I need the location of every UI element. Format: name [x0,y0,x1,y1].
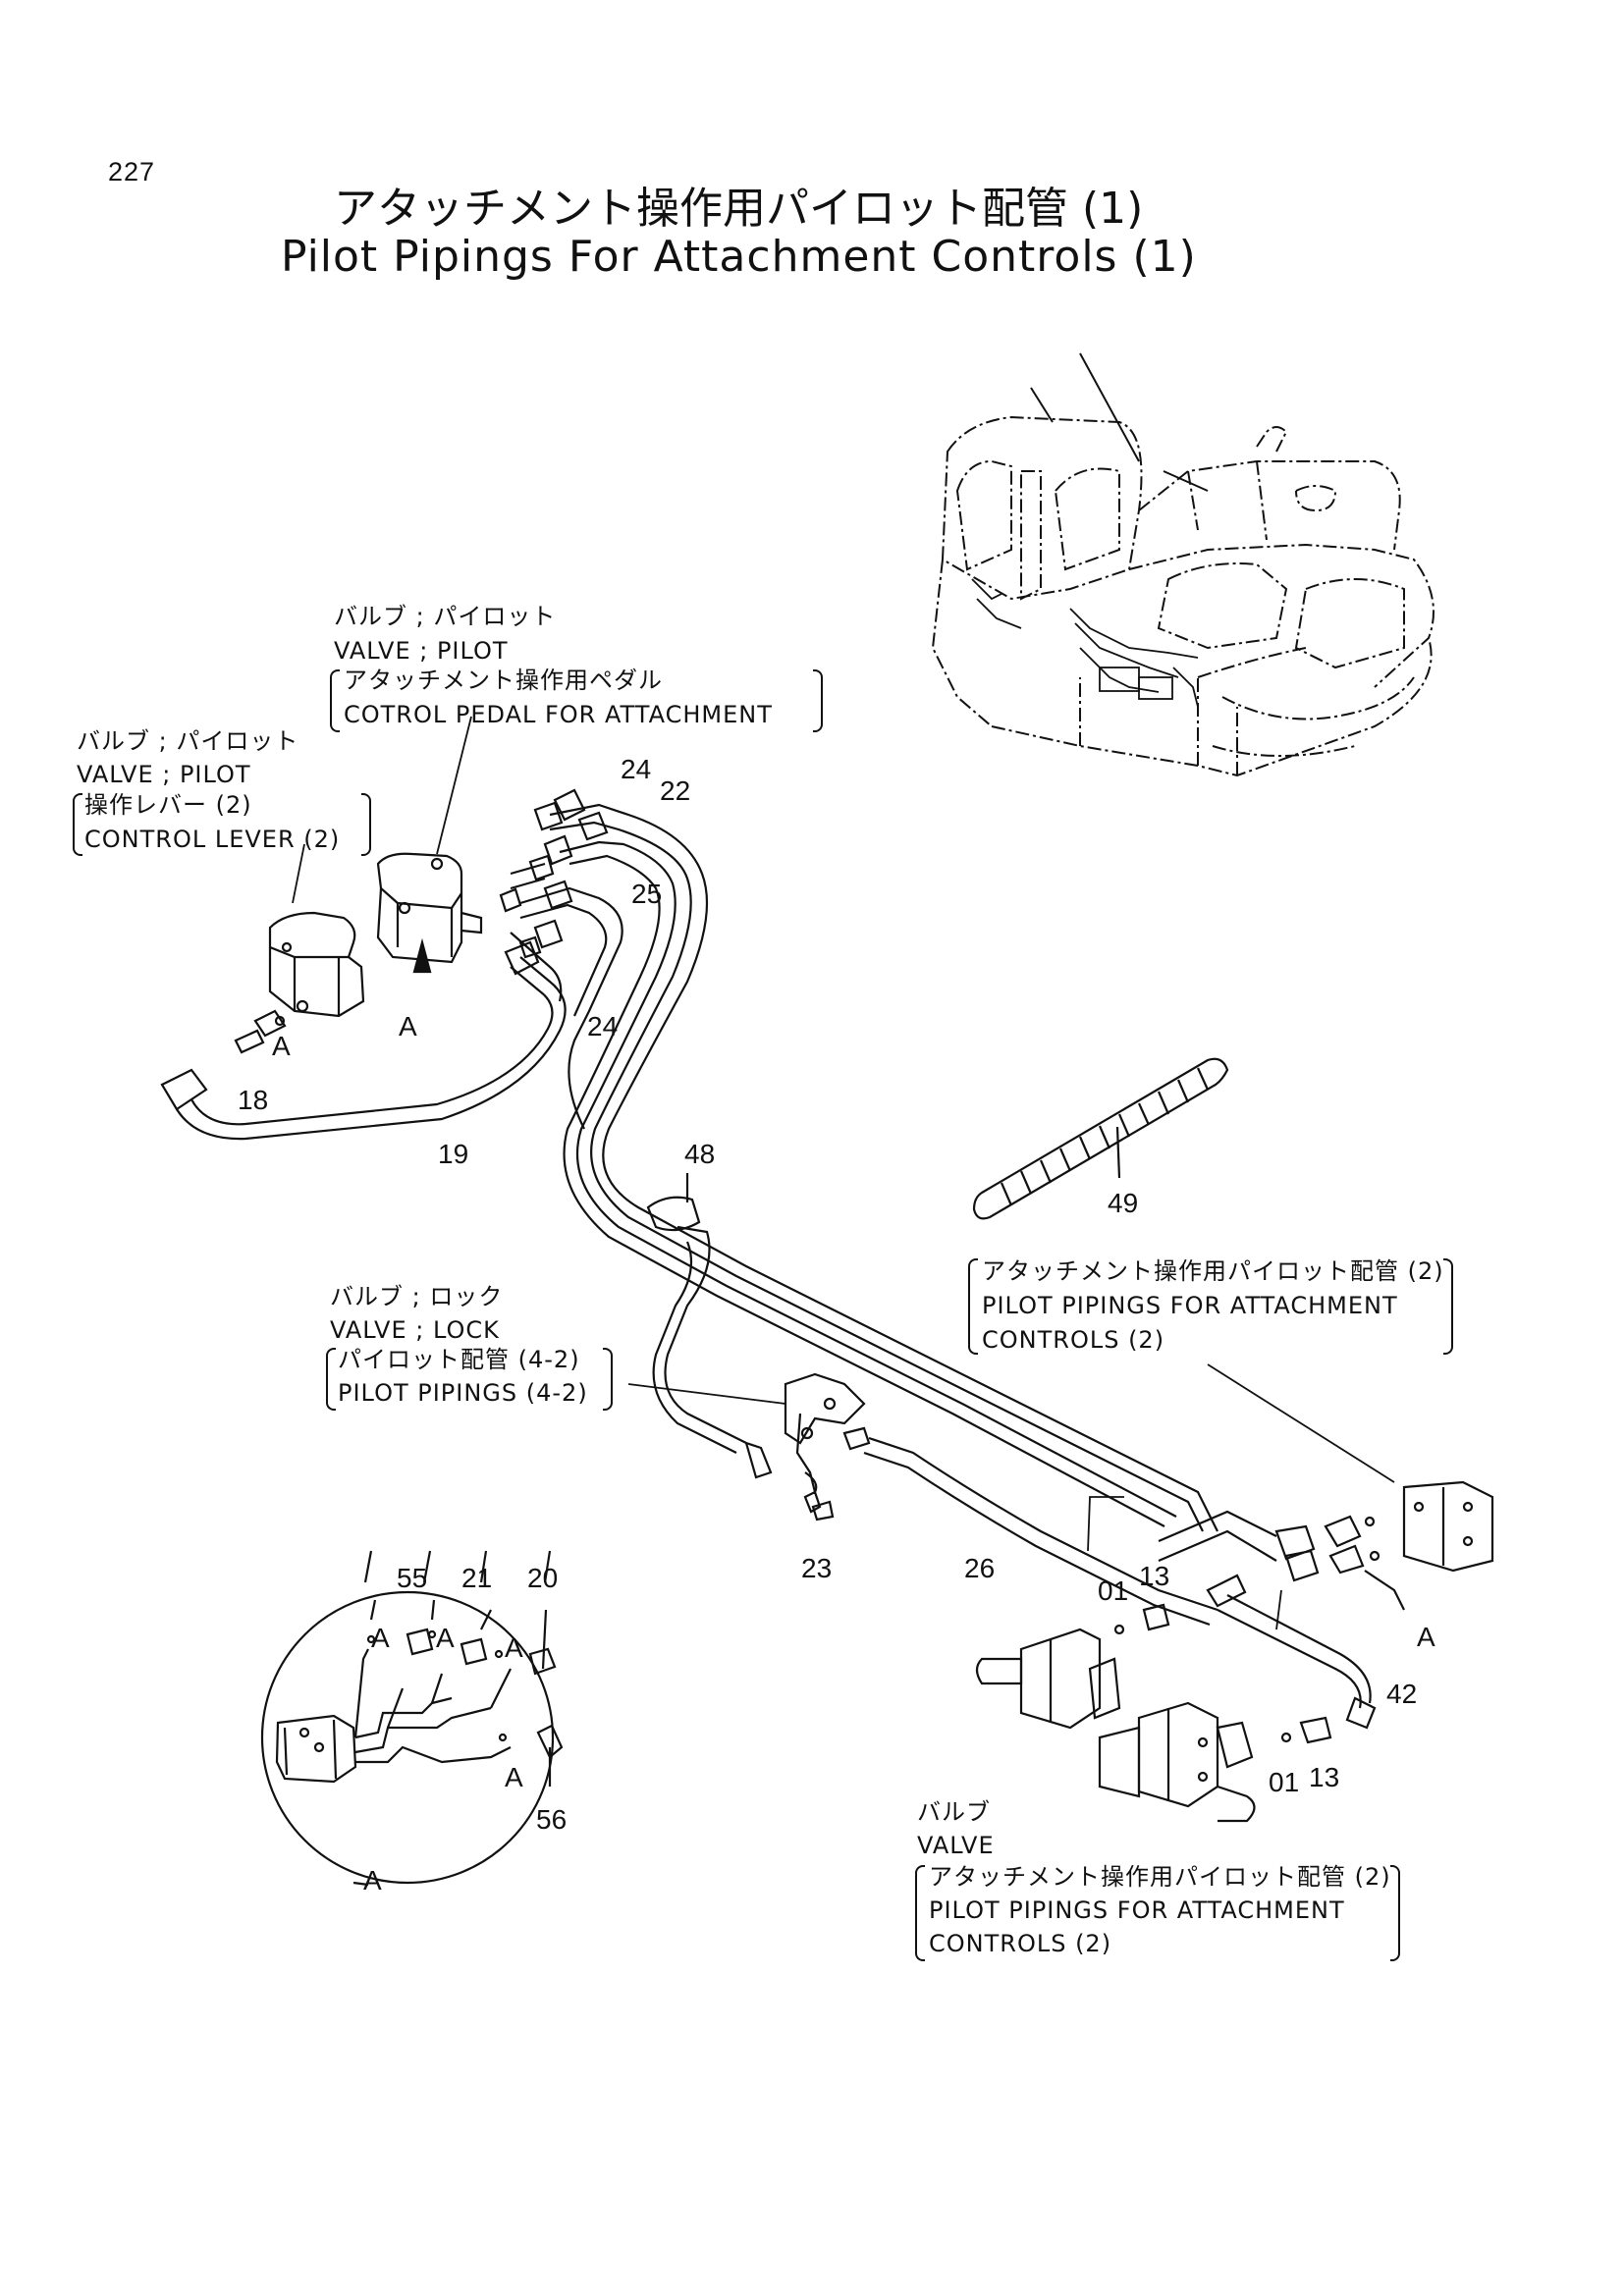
part-number-56: 56 [536,1804,568,1835]
hose-bundle [499,788,1218,1532]
part-number-21: 21 [461,1563,493,1593]
part-number-24: 24 [621,754,652,784]
bracket-left [326,1348,336,1411]
valve-bottom-label-en: VALVE [917,1832,995,1859]
detail-circle-a [260,1550,564,1887]
part-number-23: 23 [801,1553,833,1583]
lock-valve-label-jp: バルブ ; ロック [330,1283,504,1310]
lock-valve-desc-jp: パイロット配管 (4-2) [338,1346,580,1373]
part-number-42: 42 [1386,1679,1418,1709]
bracket-right [1390,1865,1400,1961]
part-number-19: 19 [438,1139,469,1169]
bracket-right [361,793,371,856]
lever-valve-label-jp: バルブ ; パイロット [77,727,299,755]
controls-ref-en-2: CONTROLS (2) [982,1326,1165,1354]
part-callout-a: A [399,1011,417,1041]
part-callout-a: A [505,1762,523,1792]
part-number-22: 22 [660,775,691,806]
title-japanese: アタッチメント操作用パイロット配管 (1) [334,184,1144,234]
page-number: 227 [108,157,156,187]
excavator-overview-drawing [931,415,1435,777]
part-number-18: 18 [238,1085,269,1115]
part-number-49: 49 [1108,1188,1139,1218]
controls-ref-en: PILOT PIPINGS FOR ATTACHMENT [982,1292,1398,1319]
bracket-right [1443,1258,1453,1355]
part-callout-a: A [272,1031,291,1061]
valve-bottom-desc-en: PILOT PIPINGS FOR ATTACHMENT [929,1896,1345,1924]
pedal-valve-desc-en: COTROL PEDAL FOR ATTACHMENT [344,701,773,728]
leader-lines [292,716,1395,1630]
clamp-48 [646,1173,701,1232]
pedal-valve-drawing [376,852,483,974]
bracket-right [603,1348,613,1411]
pedal-valve-desc-jp: アタッチメント操作用ペダル [344,667,663,694]
part-number-55: 55 [397,1563,428,1593]
part-number-26: 26 [964,1553,996,1583]
valve-bottom-desc-jp: アタッチメント操作用パイロット配管 (2) [929,1863,1391,1891]
pedal-valve-label-en: VALVE ; PILOT [334,637,509,665]
bracket-right [813,669,823,732]
lock-valve-desc-en: PILOT PIPINGS (4-2) [338,1379,588,1407]
part-number-48: 48 [684,1139,716,1169]
part-number-01: 01 [1098,1575,1129,1606]
spring-sleeve-49 [972,1057,1229,1220]
part-callout-a: A [505,1632,523,1663]
part-number-13: 13 [1139,1561,1170,1591]
detail-label-a: A [363,1865,382,1896]
part-number-25: 25 [631,879,663,909]
controls-ref-jp: アタッチメント操作用パイロット配管 (2) [982,1257,1444,1285]
control-lever-valve-drawing [234,911,365,1054]
hose-19 [160,940,567,1141]
part-callout-a: A [1417,1622,1435,1652]
lever-valve-desc-en: CONTROL LEVER (2) [84,826,341,853]
valve-bottom-desc-en-2: CONTROLS (2) [929,1930,1112,1957]
pedal-valve-label-jp: バルブ ; パイロット [334,603,557,630]
lock-valve-label-en: VALVE ; LOCK [330,1316,500,1344]
part-number-20: 20 [527,1563,559,1593]
excavator-boom-lines [1030,352,1209,492]
bracket-left [915,1865,925,1961]
lever-valve-label-en: VALVE ; PILOT [77,761,251,788]
part-number-01: 01 [1269,1767,1300,1797]
lock-valve-hoses [652,1225,1218,1627]
bracket-left [968,1258,978,1355]
lever-valve-desc-jp: 操作レバー (2) [84,791,252,819]
attachment-valve-drawing [975,1628,1256,1823]
bracket-left [330,669,340,732]
bracket-left [73,793,82,856]
title-english: Pilot Pipings For Attachment Controls (1… [281,232,1197,282]
part-number-13: 13 [1309,1762,1340,1792]
part-callout-a: A [371,1623,390,1653]
control-valve-block-right [1113,1480,1494,1744]
excavator-internal-piping [971,578,1199,708]
part-callout-a: A [436,1623,455,1653]
part-number-24: 24 [587,1011,619,1041]
valve-bottom-label-jp: バルブ [917,1798,991,1826]
